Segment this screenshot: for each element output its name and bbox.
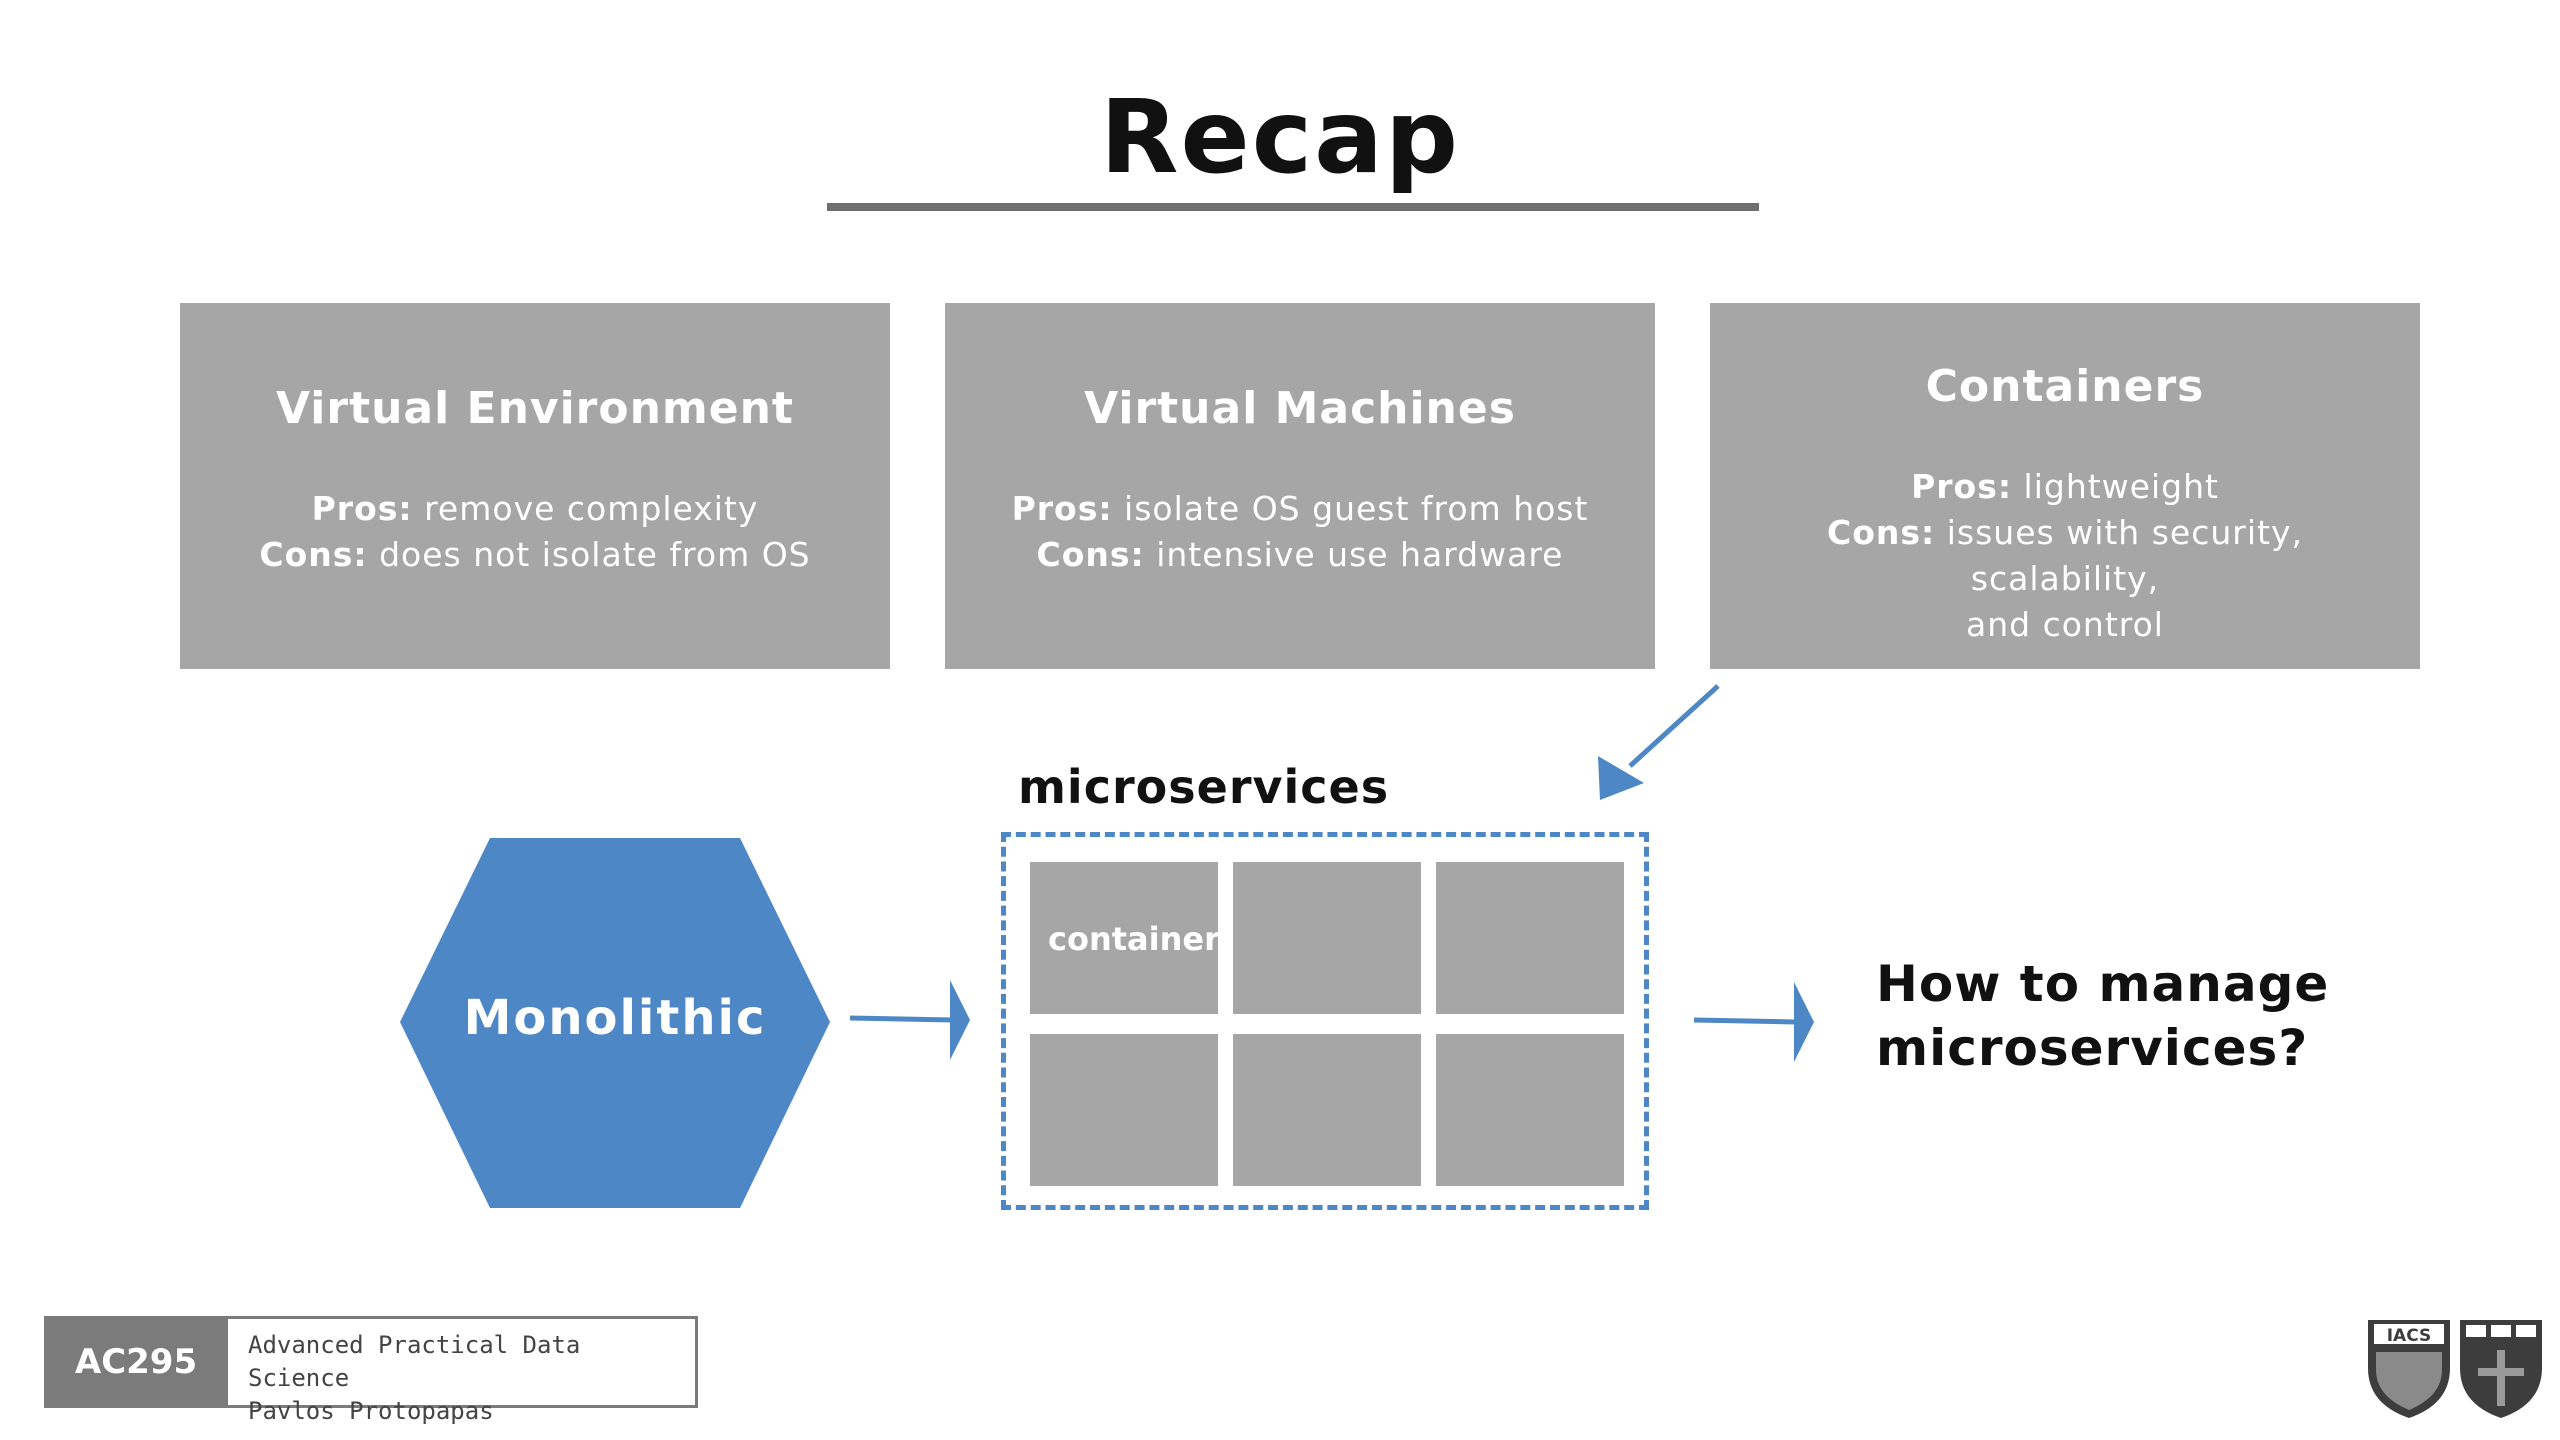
card-pros: Pros: isolate OS guest from host — [969, 486, 1631, 532]
card-cons: Cons: issues with security, scalability, — [1734, 510, 2396, 602]
question-line-1: How to manage — [1876, 955, 2330, 1013]
cons-label: Cons: — [1036, 535, 1145, 574]
container-cell — [1436, 1034, 1624, 1186]
card-virtual-environment: Virtual Environment Pros: remove complex… — [180, 303, 890, 669]
cons-label: Cons: — [259, 535, 368, 574]
container-cell — [1233, 1034, 1421, 1186]
arrow-containers-to-microservices — [1628, 684, 1720, 768]
instructor-name: Pavlos Protopapas — [248, 1397, 494, 1425]
pros-label: Pros: — [311, 489, 413, 528]
course-code-badge: AC295 — [44, 1316, 228, 1408]
microservices-label: microservices — [1018, 760, 1390, 814]
pros-label: Pros: — [1911, 467, 2013, 506]
pros-text: isolate OS guest from host — [1112, 489, 1589, 528]
cons-text: issues with security, scalability, — [1935, 513, 2303, 598]
container-cell — [1030, 1034, 1218, 1186]
course-info: Advanced Practical Data Science Pavlos P… — [228, 1316, 698, 1425]
arrowhead-question — [1794, 982, 1814, 1062]
pros-text: remove complexity — [412, 489, 759, 528]
container-cell: container — [1030, 862, 1220, 1014]
card-virtual-machines: Virtual Machines Pros: isolate OS guest … — [945, 303, 1655, 669]
card-containers: Containers Pros: lightweight Cons: issue… — [1710, 303, 2420, 669]
arrowhead-monolithic — [950, 980, 970, 1060]
monolithic-hexagon — [400, 838, 830, 1208]
card-cons-continued: and control — [1966, 605, 2164, 644]
monolithic-label: Monolithic — [463, 990, 767, 1046]
logo-text: IACS — [2387, 1326, 2432, 1346]
pros-text: lightweight — [2012, 467, 2219, 506]
arrowhead-containers — [1598, 756, 1644, 800]
question-line-2: microservices? — [1876, 1019, 2309, 1077]
pros-label: Pros: — [1011, 489, 1113, 528]
card-cons: Cons: does not isolate from OS — [204, 532, 866, 578]
microservices-box: container — [1001, 832, 1649, 1210]
arrow-monolithic-to-microservices — [849, 1015, 953, 1023]
container-cell — [1436, 862, 1624, 1014]
container-label: container — [1048, 920, 1220, 958]
cons-text: intensive use hardware — [1144, 535, 1564, 574]
cons-text: does not isolate from OS — [367, 535, 811, 574]
card-cons: Cons: intensive use hardware — [969, 532, 1631, 578]
question-text: How to manage microservices? — [1876, 952, 2396, 1080]
card-pros: Pros: lightweight — [1734, 464, 2396, 510]
card-title: Containers — [1925, 361, 2205, 412]
container-cell — [1233, 862, 1421, 1014]
harvard-shield-icon — [2460, 1320, 2542, 1418]
arrow-microservices-to-question — [1693, 1017, 1797, 1025]
card-title: Virtual Machines — [1084, 383, 1516, 434]
title-underline — [827, 203, 1759, 211]
slide-title: Recap — [1099, 78, 1461, 197]
iacs-shield-icon: IACS — [2368, 1320, 2450, 1418]
card-pros: Pros: remove complexity — [204, 486, 866, 532]
cons-label: Cons: — [1827, 513, 1936, 552]
course-name: Advanced Practical Data Science — [248, 1331, 581, 1392]
institution-logo: IACS — [2368, 1320, 2542, 1418]
card-title: Virtual Environment — [276, 383, 794, 434]
